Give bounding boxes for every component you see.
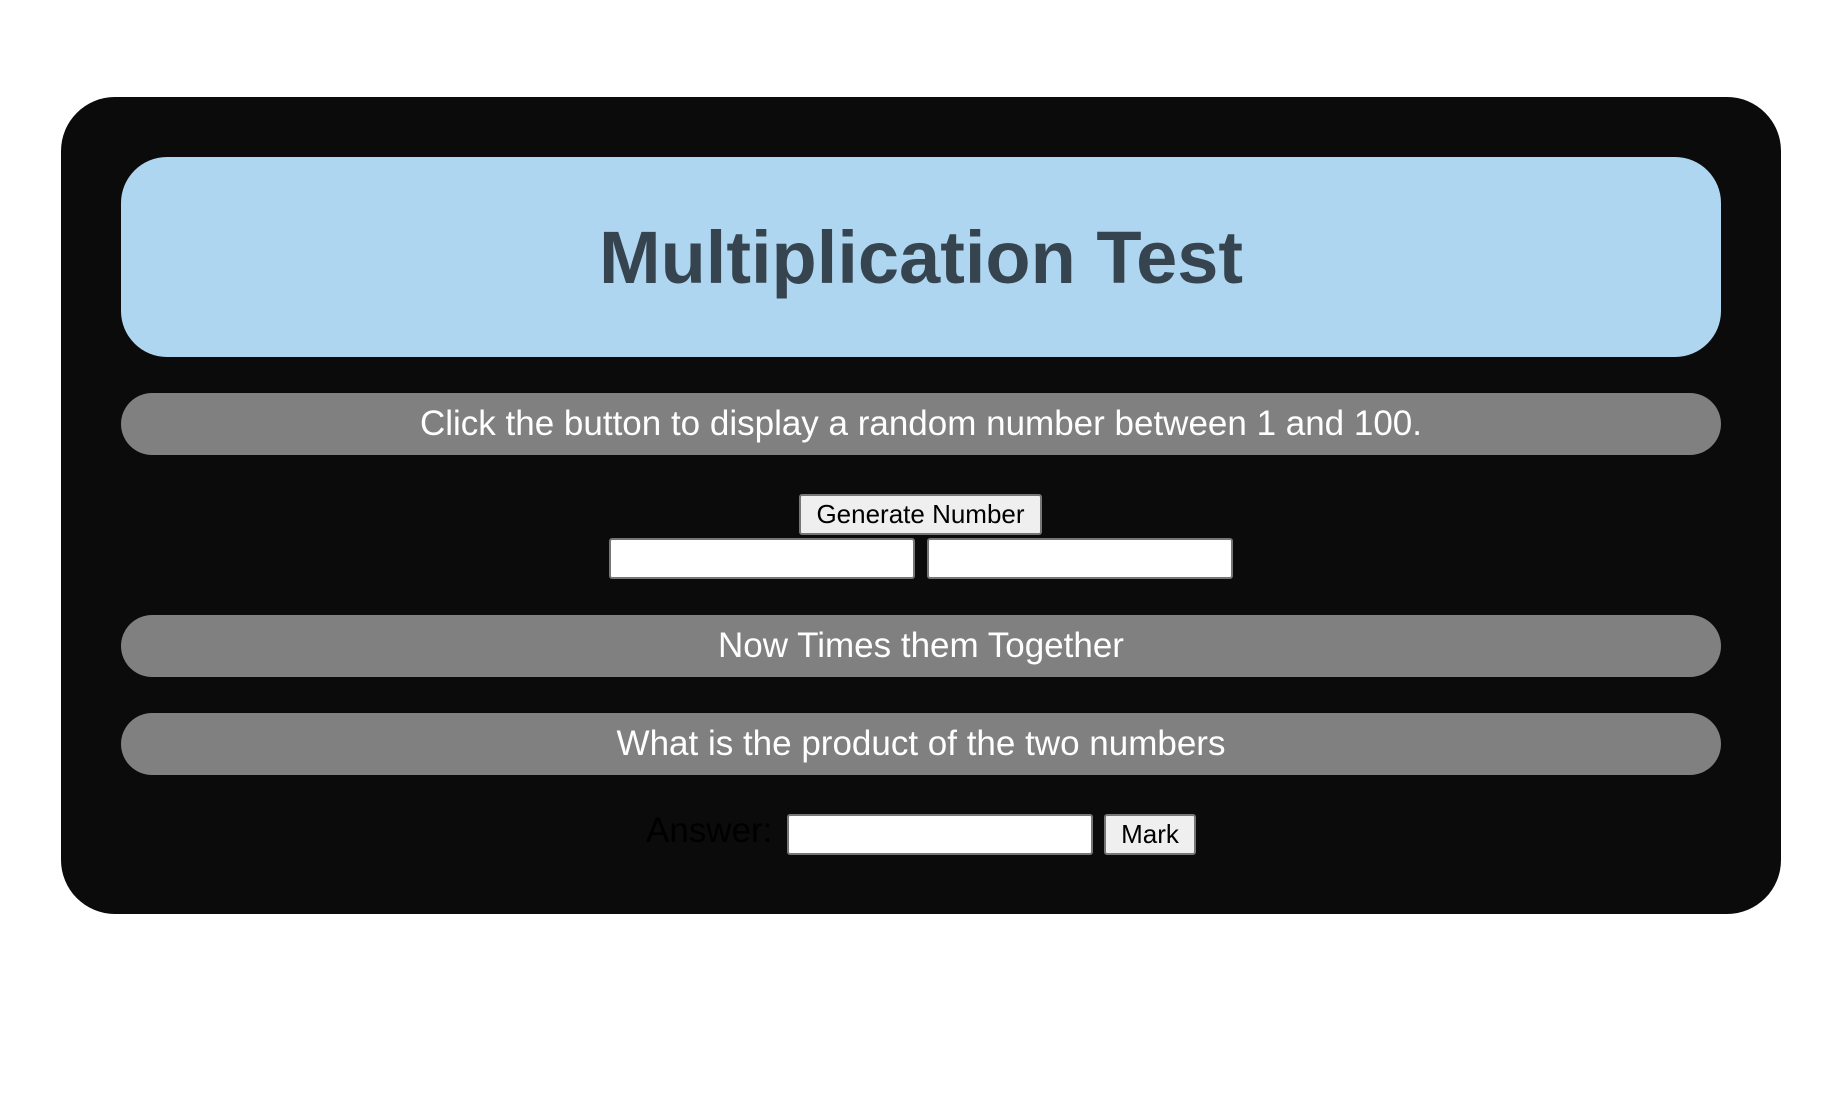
- mark-button[interactable]: Mark: [1104, 814, 1196, 855]
- product-question: What is the product of the two numbers: [121, 713, 1721, 775]
- answer-input[interactable]: [787, 814, 1093, 855]
- page-title: Multiplication Test: [598, 215, 1244, 299]
- main-panel: Multiplication Test Click the button to …: [61, 97, 1781, 914]
- answer-label: Answer:: [646, 811, 773, 850]
- second-number-field[interactable]: [927, 538, 1233, 579]
- first-number-field[interactable]: [609, 538, 915, 579]
- generate-number-button[interactable]: Generate Number: [799, 494, 1042, 535]
- multiply-instruction: Now Times them Together: [121, 615, 1721, 677]
- generate-instruction: Click the button to display a random num…: [121, 393, 1721, 455]
- page-header: Multiplication Test: [121, 157, 1721, 357]
